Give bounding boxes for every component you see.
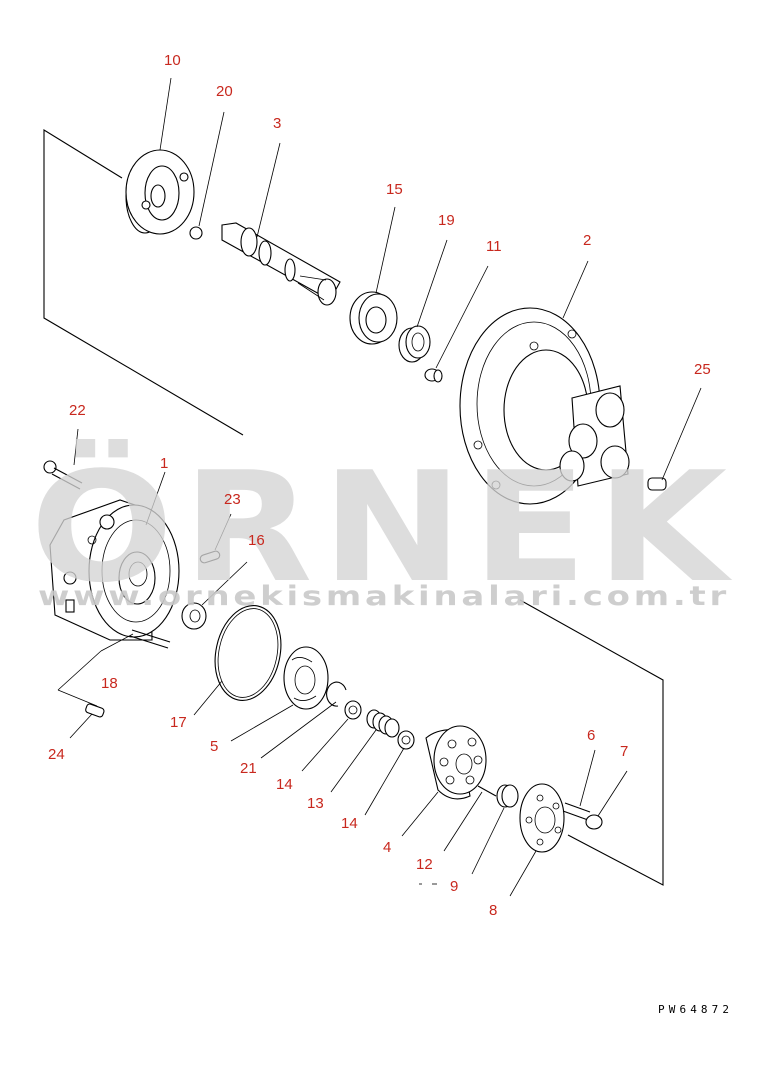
part-13-spring bbox=[366, 709, 400, 738]
callout-10: 10 bbox=[164, 52, 181, 69]
part-18-pin bbox=[129, 629, 171, 649]
part-8-shoe-plate bbox=[519, 783, 565, 853]
part-7-nut bbox=[585, 814, 603, 830]
callout-24: 24 bbox=[48, 746, 65, 763]
watermark: ÖRNEK www.ornekismakinalari.com.tr bbox=[30, 439, 736, 616]
callout-4: 4 bbox=[383, 839, 391, 856]
callout-6: 6 bbox=[587, 727, 595, 744]
callout-5: 5 bbox=[210, 738, 218, 755]
part-6-bolt bbox=[562, 802, 591, 821]
callout-3: 3 bbox=[273, 115, 281, 132]
part-24-dowel bbox=[85, 703, 105, 718]
part-12-pin bbox=[477, 785, 497, 797]
part-2-housing bbox=[459, 307, 630, 505]
drawing-code: PW64872 bbox=[658, 1003, 732, 1016]
part-20-ball bbox=[189, 226, 203, 240]
part-21-snap-ring bbox=[326, 681, 347, 707]
leader-lines bbox=[57, 77, 702, 897]
part-14a-washer bbox=[344, 700, 362, 720]
callout-17: 17 bbox=[170, 714, 187, 731]
callout-14a: 14 bbox=[276, 776, 293, 793]
part-5-valve-plate bbox=[283, 646, 329, 710]
callout-13: 13 bbox=[307, 795, 324, 812]
callout-1: 1 bbox=[160, 455, 168, 472]
callout-22: 22 bbox=[69, 402, 86, 419]
part-3-shaft bbox=[221, 222, 341, 306]
callout-labels: 10 20 3 15 19 11 2 25 22 1 23 16 18 24 1… bbox=[48, 52, 711, 919]
part-15-bearing bbox=[349, 291, 398, 345]
callout-14b: 14 bbox=[341, 815, 358, 832]
part-10-coupling-disk bbox=[125, 149, 195, 235]
part-4-cylinder-block bbox=[425, 725, 487, 800]
callout-2: 2 bbox=[583, 232, 591, 249]
part-25-bolt bbox=[647, 477, 667, 491]
part-11-pin bbox=[424, 368, 443, 383]
part-17-o-ring bbox=[214, 605, 282, 701]
callout-18: 18 bbox=[101, 675, 118, 692]
callout-9: 9 bbox=[450, 878, 458, 895]
part-14b-washer bbox=[397, 730, 415, 750]
watermark-url: www.ornekismakinalari.com.tr bbox=[38, 581, 730, 612]
part-19-bearing-ring bbox=[398, 325, 431, 363]
part-9-bushing bbox=[496, 784, 519, 808]
part-1-cover bbox=[49, 499, 180, 641]
callout-23: 23 bbox=[224, 491, 241, 508]
callout-7: 7 bbox=[620, 743, 628, 760]
callout-12: 12 bbox=[416, 856, 433, 873]
watermark-brand: ÖRNEK bbox=[30, 439, 736, 616]
callout-19: 19 bbox=[438, 212, 455, 229]
callout-11: 11 bbox=[486, 238, 502, 255]
callout-15: 15 bbox=[386, 181, 403, 198]
part-23-pin bbox=[199, 550, 221, 564]
callout-21: 21 bbox=[240, 760, 257, 777]
callout-25: 25 bbox=[694, 361, 711, 378]
callout-20: 20 bbox=[216, 83, 233, 100]
callout-16: 16 bbox=[248, 532, 265, 549]
callout-8: 8 bbox=[489, 902, 497, 919]
part-22-long-bolt bbox=[43, 460, 83, 490]
part-16-small-bearing bbox=[181, 602, 207, 630]
group-boundary-lines bbox=[43, 129, 664, 886]
